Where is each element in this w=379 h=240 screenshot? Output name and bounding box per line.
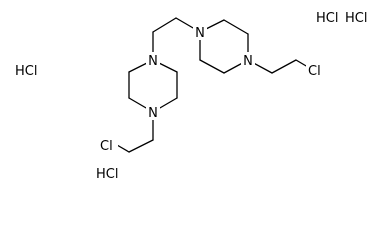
- nitrogen-label: N: [148, 106, 158, 121]
- ethylene-bridge: [152, 17, 201, 61]
- atom-labels: N N N N Cl Cl: [98, 24, 326, 154]
- hydrochloride-salts: HCl HCl HCl HCl: [15, 11, 367, 182]
- chlorine-label: Cl: [308, 64, 321, 79]
- chlorine-label: Cl: [100, 139, 113, 154]
- bond: [223, 19, 249, 35]
- nitrogen-label: N: [148, 54, 158, 69]
- bond: [128, 139, 154, 153]
- bond: [199, 59, 225, 74]
- chemical-structure: N N N N Cl Cl HCl HCl HCl HCl: [15, 11, 367, 182]
- hcl-label: HCl: [96, 167, 118, 182]
- bond: [116, 144, 130, 153]
- right-chloroethyl-arm: [247, 59, 314, 74]
- bond: [271, 59, 297, 74]
- hcl-label: HCl: [316, 11, 338, 26]
- nitrogen-label: N: [195, 26, 205, 41]
- hcl-label: HCl: [345, 11, 367, 26]
- right-piperazine-ring: [199, 19, 249, 74]
- hcl-label: HCl: [15, 64, 37, 79]
- nitrogen-label: N: [243, 54, 253, 69]
- bond: [152, 17, 177, 33]
